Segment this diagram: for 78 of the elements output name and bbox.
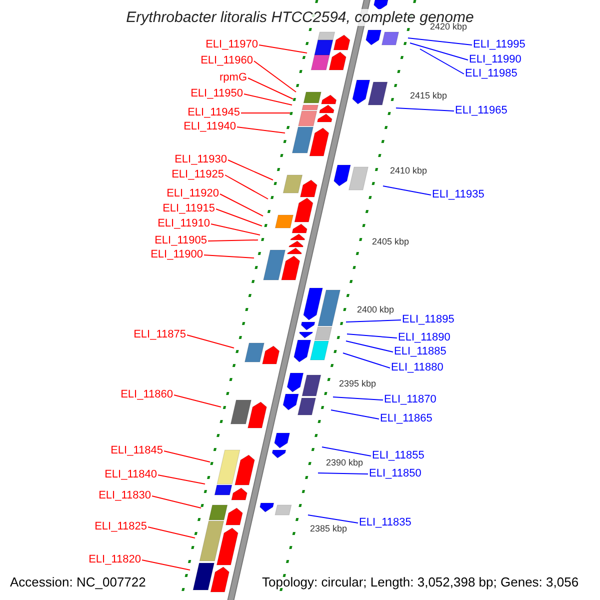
gene-label: ELI_11960 <box>200 54 253 68</box>
gene-label: ELI_11885 <box>394 346 446 358</box>
gene-label: ELI_11845 <box>110 444 163 458</box>
footer-text: Topology: circular; Length: 3,052,398 bp; Genes: 3,056 <box>262 576 579 588</box>
gene-label: ELI_11840 <box>104 468 157 482</box>
leader-line <box>330 410 380 420</box>
leader-line <box>382 186 432 196</box>
gene-label: ELI_11905 <box>154 234 207 248</box>
leader-line <box>254 60 296 92</box>
gene-label: ELI_11830 <box>98 490 151 502</box>
leader-line <box>332 396 384 400</box>
leader-line <box>240 112 290 114</box>
gene-label: ELI_11890 <box>398 332 450 344</box>
gene-label: ELI_11925 <box>172 168 224 182</box>
gene-label: ELI_11935 <box>432 188 484 202</box>
gene-label: ELI_11945 <box>188 106 240 120</box>
leader-line <box>220 194 264 216</box>
footer-text: Accession: NC_007722 <box>10 576 146 588</box>
leader-line <box>148 526 196 538</box>
gene-label: ELI_11950 <box>190 88 243 100</box>
leader-line <box>224 174 268 200</box>
scale-label: 2400 kbp <box>357 304 394 316</box>
leader-line <box>420 48 464 74</box>
gene-label: ELI_11880 <box>391 362 444 374</box>
gene-label: ELI_11870 <box>384 394 436 406</box>
scale-label: 2395 kbp <box>339 378 376 390</box>
leader-line <box>346 340 394 352</box>
leader-line <box>408 38 472 46</box>
title: Erythrobacter litoralis HTCC2594, complete genome <box>126 9 474 26</box>
gene-label: ELI_11825 <box>94 520 147 534</box>
leader-line <box>164 450 210 462</box>
leader-line <box>158 474 206 484</box>
leader-line <box>204 254 254 258</box>
gene-label: ELI_11895 <box>402 314 454 326</box>
leader-line <box>248 78 294 100</box>
leader-line <box>186 334 234 348</box>
scale-label: 2390 kbp <box>326 456 364 470</box>
scale-label: 2385 kbp <box>310 522 348 536</box>
leader-line <box>210 224 260 236</box>
leader-line <box>244 94 292 106</box>
gene-label: ELI_11850 <box>369 468 422 480</box>
gene-label: ELI_11865 <box>380 412 432 426</box>
gene-label: ELI_11930 <box>174 154 227 166</box>
gene-label: rpmG <box>220 72 247 84</box>
gene-label: ELI_11965 <box>455 104 508 118</box>
leader-line <box>346 320 402 322</box>
leader-line <box>396 108 454 112</box>
gene-label: ELI_11985 <box>465 68 518 80</box>
leader-line <box>236 126 286 134</box>
gene-label: ELI_11915 <box>162 202 215 216</box>
scale-label: 2415 kbp <box>410 90 448 102</box>
gene-label: ELI_11970 <box>206 38 258 52</box>
gene-label: ELI_11995 <box>473 38 526 52</box>
leader-line <box>258 44 308 54</box>
leader-line <box>174 394 222 408</box>
gene-label: ELI_11875 <box>134 328 186 342</box>
leader-line <box>208 240 258 242</box>
leader-line <box>308 514 358 524</box>
gene-label: ELI_11855 <box>372 450 424 462</box>
leader-line <box>322 446 372 456</box>
leader-line <box>410 42 468 60</box>
scale-label: 2410 kbp <box>390 164 428 178</box>
gene-label: ELI_11900 <box>150 248 203 262</box>
gene-label: ELI_11860 <box>120 388 173 402</box>
gene-label: ELI_11920 <box>166 188 219 200</box>
gene-label: ELI_11910 <box>158 218 210 230</box>
leader-line <box>346 334 398 338</box>
leader-line <box>142 560 190 570</box>
leader-line <box>152 496 202 508</box>
gene-label: ELI_11835 <box>359 516 412 530</box>
gene-label: ELI_11990 <box>469 54 522 66</box>
leader-line <box>342 352 390 368</box>
leader-line <box>228 160 274 180</box>
gene-label: ELI_11940 <box>184 120 236 134</box>
scale-label: 2405 kbp <box>372 236 410 248</box>
gene-label: ELI_11820 <box>88 554 141 566</box>
leader-line <box>216 208 262 226</box>
leader-line <box>318 472 368 474</box>
